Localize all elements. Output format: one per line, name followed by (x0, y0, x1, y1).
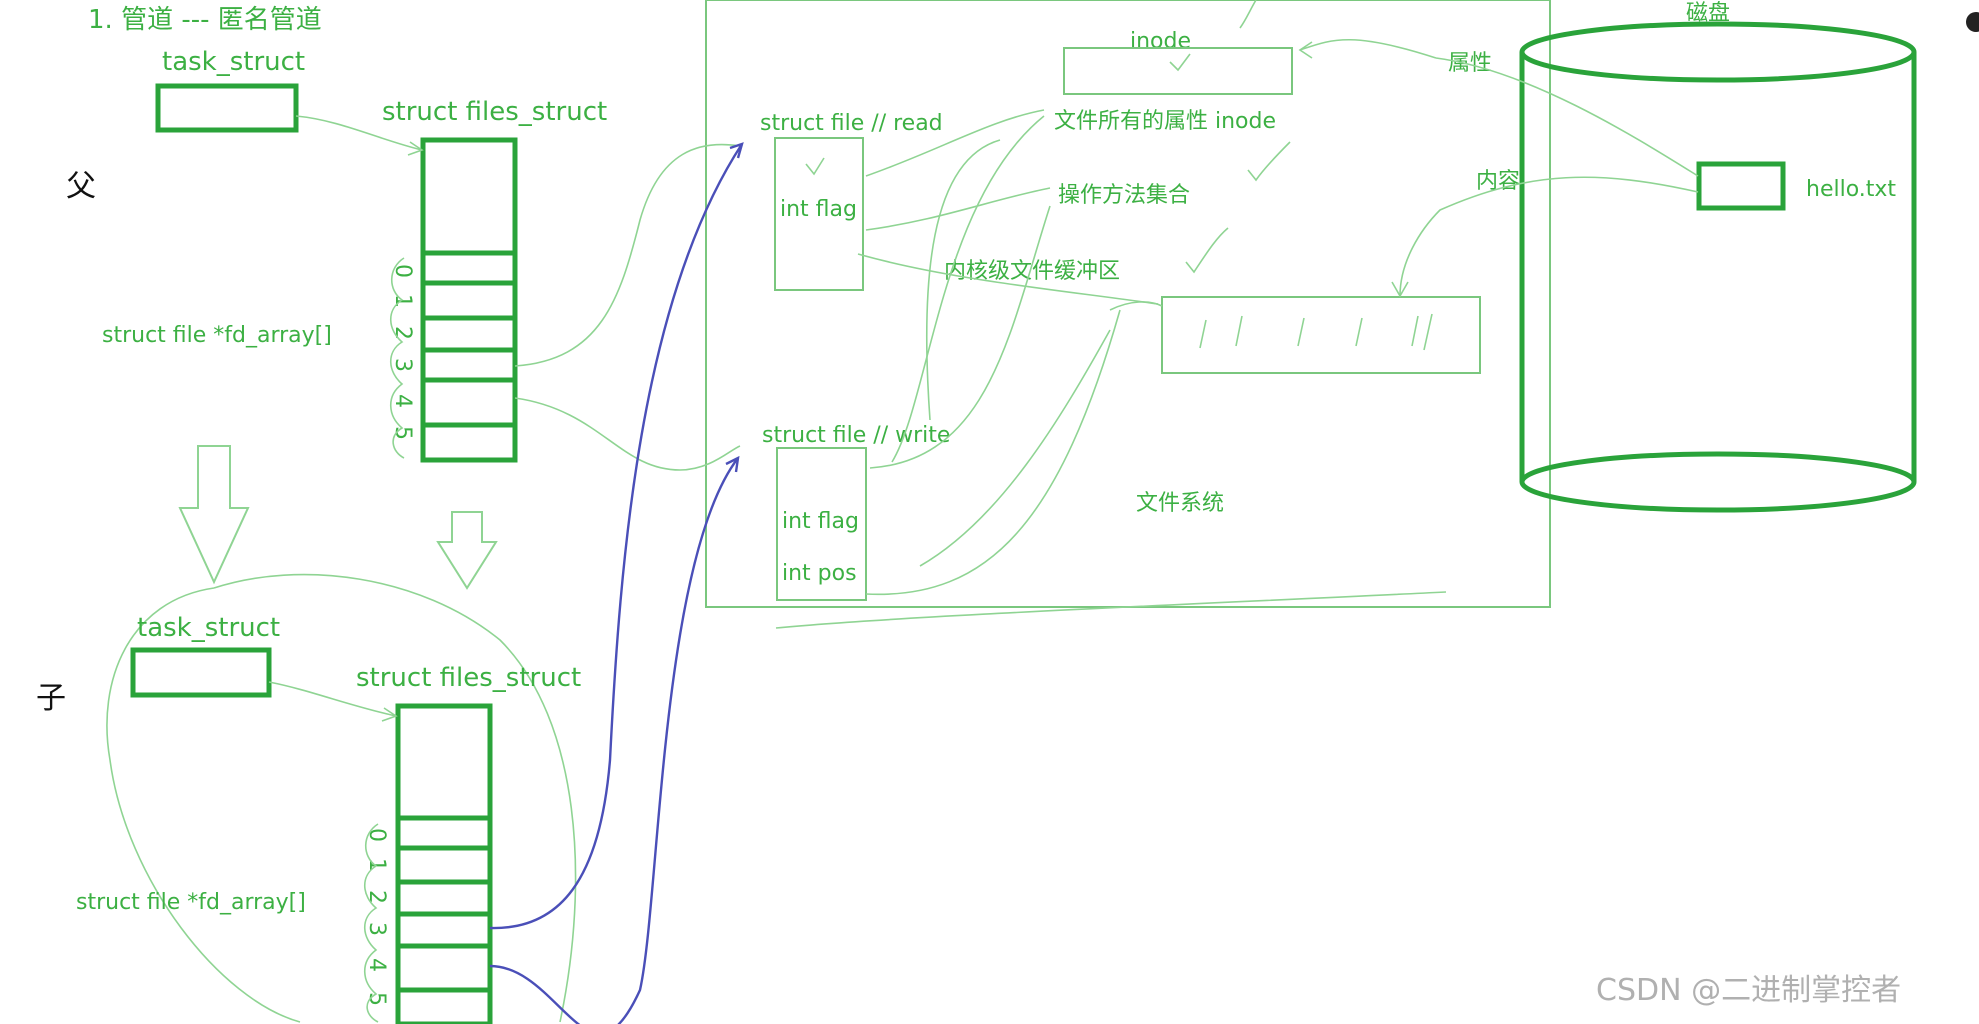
write-extra-link (919, 329, 1111, 567)
child-task-struct-label: task_struct (137, 613, 280, 643)
ops-check (1247, 141, 1291, 182)
file-write-field-flag: int flag (782, 509, 859, 534)
read-down-link (925, 139, 1001, 421)
parent-fd4-link (514, 397, 741, 471)
disk-cylinder (1519, 21, 1917, 513)
write-to-attrs-link (891, 115, 1045, 463)
write-to-ops-link (869, 205, 1051, 469)
child-fd3-blue-link[interactable] (489, 143, 744, 930)
filesystem-label: 文件系统 (1136, 491, 1224, 516)
hello-file-label: hello.txt (1806, 177, 1896, 202)
fork-arrow-left (178, 445, 250, 585)
buffer-check (1185, 227, 1229, 274)
parent-label: 父 (66, 169, 96, 204)
child-fd-array-label: struct file *fd_array[] (76, 890, 306, 915)
kernel-buffer-box (1161, 296, 1481, 374)
page-title: 1. 管道 --- 匿名管道 (88, 5, 322, 35)
file-read-field: int flag (780, 197, 857, 222)
child-fd-index: 2 (364, 890, 389, 904)
content-arrowhead (1391, 281, 1409, 298)
parent-task-to-files-arrowhead (407, 141, 424, 156)
child-files-struct-label: struct files_struct (356, 663, 581, 693)
child-outline (106, 573, 577, 1023)
file-read-label: struct file // read (760, 111, 943, 136)
parent-fd-index: 3 (390, 358, 415, 372)
disk-content-label: 内容 (1476, 169, 1520, 194)
file-write-box (776, 447, 867, 601)
child-fd-slots (398, 815, 490, 993)
disk-attr-label: 属性 (1448, 51, 1492, 76)
child-fd-index: 1 (364, 858, 389, 872)
child-task-to-files-arrow (268, 681, 397, 717)
attr-arrowhead (1298, 41, 1313, 59)
child-fd4-blue-arrowhead (725, 455, 740, 473)
filesystem-frame-underline (775, 591, 1447, 629)
parent-fd-index: 4 (390, 394, 415, 408)
child-fd-index: 3 (364, 922, 389, 936)
file-read-check (805, 157, 825, 176)
parent-fd-array-label: struct file *fd_array[] (102, 323, 332, 348)
child-fd4-blue-link[interactable] (489, 457, 739, 1024)
read-to-attrs-link (865, 109, 1045, 177)
watermark: CSDN @二进制掌控者 (1596, 973, 1901, 1008)
parent-fd3-link (514, 143, 741, 367)
attr-to-disk-link (1299, 38, 1699, 177)
read-to-buffer-link (857, 253, 1159, 305)
child-files-struct-box (395, 703, 493, 1024)
attrs-inode-label: 文件所有的属性 inode (1054, 109, 1276, 134)
inode-box (1063, 47, 1293, 95)
ops-label: 操作方法集合 (1058, 183, 1190, 208)
child-task-to-files-arrowhead (381, 707, 398, 722)
parent-task-struct-box (155, 83, 299, 133)
parent-fd-index: 1 (390, 294, 415, 308)
child-fd-index: 4 (364, 958, 389, 972)
child-fd3-blue-arrowhead (729, 142, 744, 159)
read-to-ops-link (865, 187, 1051, 231)
parent-fd-index: 0 (390, 264, 415, 278)
parent-fd-brace (389, 257, 405, 459)
kernel-buffer-strokes (1199, 313, 1433, 351)
content-to-buffer-link (1399, 176, 1699, 297)
file-write-label: struct file // write (762, 423, 950, 448)
inode-check (1169, 53, 1191, 72)
corner-dot (1966, 12, 1979, 32)
parent-fd-indices: 0 1 2 3 4 5 (390, 264, 415, 440)
parent-task-to-files-arrow (295, 115, 423, 151)
child-label: 子 (36, 681, 66, 716)
parent-fd-index: 5 (390, 426, 415, 440)
parent-task-struct-label: task_struct (162, 47, 305, 77)
parent-fd-slots (423, 250, 515, 428)
child-fd-index: 5 (364, 992, 389, 1006)
parent-files-struct-box (420, 137, 518, 463)
hello-file-box (1696, 161, 1786, 211)
child-task-struct-box (130, 647, 272, 698)
child-fd-brace (363, 823, 379, 1023)
write-to-buffer-link (865, 301, 1163, 596)
file-read-box (774, 137, 864, 291)
child-fd-indices: 0 1 2 3 4 5 (364, 828, 389, 1006)
parent-files-struct-label: struct files_struct (382, 97, 607, 127)
fork-arrow-right (436, 511, 498, 590)
file-write-field-pos: int pos (782, 561, 857, 586)
inode-top-check (1239, 0, 1257, 29)
inode-label: inode (1130, 29, 1191, 54)
